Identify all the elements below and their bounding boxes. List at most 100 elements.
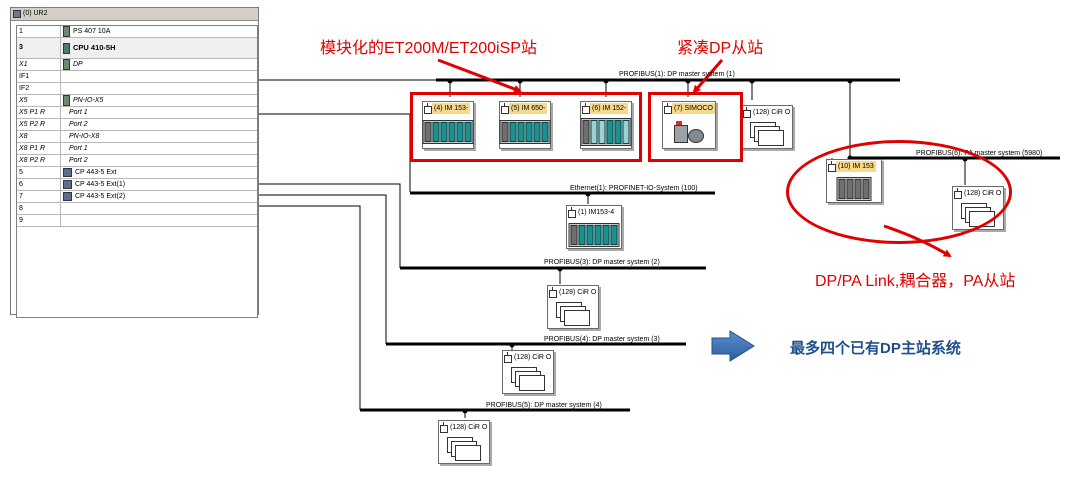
station-tag-icon: [548, 287, 557, 298]
arrow-modular: [437, 58, 522, 93]
station-cir-1[interactable]: (128) CiR O: [741, 105, 793, 149]
rack-row[interactable]: X5 P2 R Port 2: [17, 119, 257, 131]
station-label: (5) IM 650-: [509, 103, 548, 114]
rack-table: 1 PS 407 10A 3 CPU 410-5H X1 DP IF1 IF2 …: [16, 25, 258, 318]
cpu-icon: [63, 42, 70, 54]
rack-row[interactable]: X8 P1 R Port 1: [17, 143, 257, 155]
annotation-modular: 模块化的ET200M/ET200iSP站: [320, 40, 537, 57]
annotation-dppa: DP/PA Link,耦合器，PA从站: [815, 273, 1016, 290]
power-supply-icon: [63, 26, 70, 37]
cp-module-icon: [63, 168, 72, 177]
connector-eth: [259, 113, 411, 192]
rack-window[interactable]: (0) UR2 1 PS 407 10A 3 CPU 410-5H X1 DP …: [10, 7, 259, 318]
connector-dp2: [259, 183, 401, 268]
rack-row[interactable]: 5 CP 443-5 Ext: [17, 167, 257, 179]
et200isp-rack-icon: [499, 120, 551, 144]
rack-row[interactable]: 7 CP 443-5 Ext(2): [17, 191, 257, 203]
rack-slot: X8: [17, 131, 61, 142]
rack-slot: X8 P1 R: [17, 143, 61, 154]
station-label: (128) CiR O: [514, 354, 552, 361]
bus-label-dp2: PROFIBUS(3): DP master system (2): [544, 259, 660, 266]
station-tag-icon: [567, 207, 576, 218]
rack-module: Port 1: [69, 145, 88, 152]
rack-row[interactable]: IF1: [17, 71, 257, 83]
cp-module-icon: [63, 192, 72, 201]
station-im152[interactable]: (6) IM 152-: [580, 101, 632, 149]
highlight-compact-station: [648, 92, 743, 162]
station-tag-icon: [500, 103, 509, 114]
rack-module: CP 443-5 Ext(1): [75, 181, 126, 188]
rack-module: PN-IO-X5: [73, 97, 104, 104]
rack-module: PN-IO-X8: [69, 133, 100, 140]
rack-row[interactable]: 9: [17, 215, 257, 227]
rack-row[interactable]: 6 CP 443-5 Ext(1): [17, 179, 257, 191]
arrow-compact: [692, 59, 724, 94]
annotation-compact: 紧凑DP从站: [677, 40, 764, 57]
rack-slot: 8: [17, 203, 61, 214]
rack-connectors: [259, 79, 436, 410]
rack-row[interactable]: X1 DP: [17, 59, 257, 71]
rack-module: DP: [73, 61, 83, 68]
rack-row[interactable]: X8 PN-IO-X8: [17, 131, 257, 143]
rack-slot: X1: [17, 59, 61, 70]
station-tag-icon: [503, 352, 512, 363]
rack-title: (0) UR2: [23, 10, 48, 17]
rack-slot: 3: [17, 38, 61, 58]
rack-module: Port 2: [69, 157, 88, 164]
station-label: (128) CiR O: [753, 109, 791, 116]
bus-label-pa: PROFIBUS(6): PA master system (5980): [916, 150, 1043, 157]
rack-module: CP 443-5 Ext: [75, 169, 117, 176]
rack-slot: 6: [17, 179, 61, 190]
rack-row[interactable]: IF2: [17, 83, 257, 95]
station-label: (1) IM153-4: [578, 209, 615, 216]
station-simocode[interactable]: (7) SIMOCO: [662, 101, 716, 149]
rack-row[interactable]: X8 P2 R Port 2: [17, 155, 257, 167]
station-label: (128) CiR O: [450, 424, 488, 431]
rack-module: Port 1: [69, 109, 88, 116]
rack-title-bar: (0) UR2: [11, 8, 258, 21]
bus-label-dp4: PROFIBUS(5): DP master system (4): [486, 402, 602, 409]
rack-slot: 7: [17, 191, 61, 202]
cir-object-icon: [750, 122, 784, 146]
pn-interface-icon: [63, 95, 70, 106]
rack-row[interactable]: 3 CPU 410-5H: [17, 38, 257, 59]
station-im153-4[interactable]: (1) IM153-4: [566, 205, 622, 249]
station-label: (128) CiR O: [559, 289, 597, 296]
rack-row[interactable]: 8: [17, 203, 257, 215]
rack-slot: X5 P2 R: [17, 119, 61, 130]
station-label: (7) SIMOCO: [672, 103, 715, 114]
bus-label-dp1: PROFIBUS(1): DP master system (1): [619, 71, 735, 78]
cir-object-icon: [556, 302, 590, 326]
station-cir-3[interactable]: (128) CiR O: [502, 350, 554, 394]
station-tag-icon: [581, 103, 590, 114]
et200m-rack-icon: [422, 120, 474, 144]
station-tag-icon: [663, 103, 672, 114]
et200m-pn-rack-icon: [568, 223, 620, 247]
rack-empty-area: [17, 227, 257, 317]
rack-row[interactable]: X5 P1 R Port 1: [17, 107, 257, 119]
motor-device-icon: [674, 121, 704, 143]
connector-dp4: [259, 205, 361, 410]
rack-slot: 9: [17, 215, 61, 226]
rack-slot: IF1: [17, 71, 61, 82]
connector-dp3: [259, 194, 387, 344]
station-cir-2[interactable]: (128) CiR O: [547, 285, 599, 329]
station-tag-icon: [423, 103, 432, 114]
rack-slot: X5 P1 R: [17, 107, 61, 118]
rack-slot: 1: [17, 26, 61, 37]
station-tag-icon: [439, 422, 448, 433]
rack-row[interactable]: X5 PN-IO-X5: [17, 95, 257, 107]
rack-row[interactable]: 1 PS 407 10A: [17, 26, 257, 38]
cir-object-icon: [447, 437, 481, 461]
station-im153[interactable]: (4) IM 153-: [422, 101, 474, 149]
station-label: (4) IM 153-: [432, 103, 471, 114]
rack-slot: 5: [17, 167, 61, 178]
station-cir-4[interactable]: (128) CiR O: [438, 420, 490, 464]
bus-label-dp3: PROFIBUS(4): DP master system (3): [544, 336, 660, 343]
cp-module-icon: [63, 180, 72, 189]
highlight-modular-stations: [410, 92, 642, 162]
dp-interface-icon: [63, 59, 70, 70]
station-im650[interactable]: (5) IM 650-: [499, 101, 551, 149]
station-tag-icon: [742, 107, 751, 118]
